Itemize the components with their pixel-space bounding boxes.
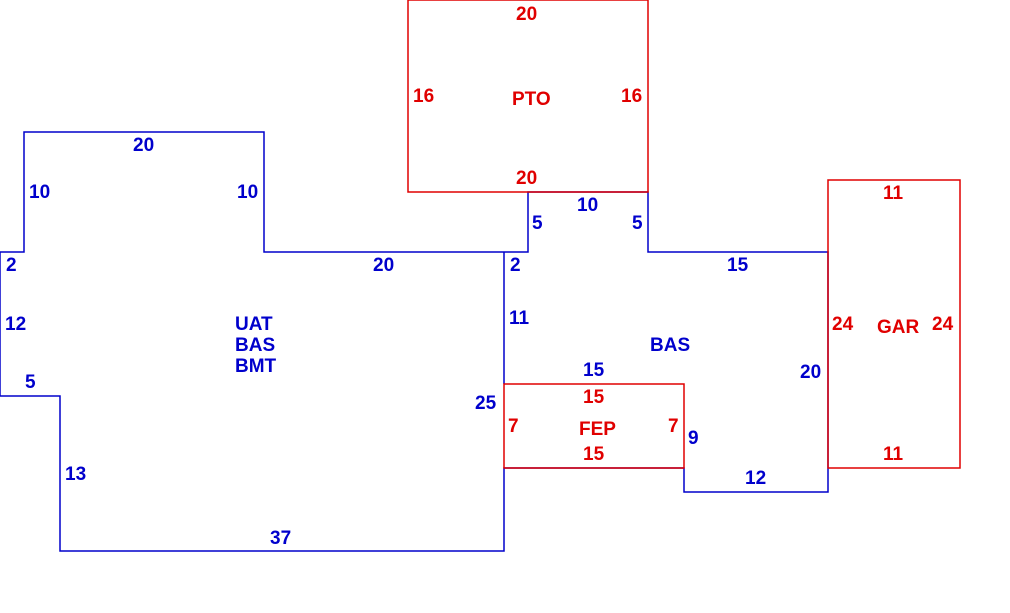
dim-bas-fep-top: 15 [583, 360, 605, 381]
dim-pto-left: 16 [413, 86, 434, 107]
dim-main-step-top: 20 [373, 255, 394, 276]
dim-fep-right: 7 [668, 416, 679, 437]
dim-bas-bottom: 12 [745, 468, 766, 489]
dim-pto-right: 16 [621, 86, 642, 107]
area-name-bmt: BMT [235, 356, 277, 377]
dim-main-right: 25 [475, 393, 497, 414]
dim-pto-bottom: 20 [516, 168, 537, 189]
dim-bas-top: 15 [727, 255, 749, 276]
area-name-fep: FEP [579, 419, 616, 440]
dim-main-lower-left: 13 [65, 464, 86, 485]
dim-fep-top: 15 [583, 387, 605, 408]
dim-main-top: 20 [133, 135, 154, 156]
dim-bas-notch-left: 5 [532, 213, 543, 234]
dim-bas-inner: 9 [688, 428, 699, 449]
dim-gar-top: 11 [883, 183, 904, 204]
dim-main-left: 12 [5, 314, 26, 335]
dim-bas-top-left: 2 [510, 255, 521, 276]
dim-gar-left: 24 [832, 314, 854, 335]
fep-outline [503, 383, 685, 469]
dim-main-left-small: 2 [6, 255, 17, 276]
area-name-bas: BAS [235, 335, 275, 356]
dim-bas-notch-right: 5 [632, 213, 643, 234]
main-structure-outline [0, 131, 829, 552]
gar-outline [827, 179, 961, 469]
area-name-uat: UAT [235, 314, 273, 335]
dim-gar-bottom: 11 [883, 444, 904, 465]
dim-bas-right: 20 [800, 362, 821, 383]
dim-bas-left: 11 [509, 308, 530, 329]
dim-fep-bottom: 15 [583, 444, 605, 465]
dim-main-upper-left: 10 [29, 182, 50, 203]
dim-pto-top: 20 [516, 4, 537, 25]
dim-bas-top-notch: 10 [577, 195, 598, 216]
pto-outline [407, 0, 649, 193]
area-name-pto: PTO [512, 89, 551, 110]
area-name-gar: GAR [877, 317, 920, 338]
area-name-bas-right: BAS [650, 335, 690, 356]
dim-fep-left: 7 [508, 416, 519, 437]
dim-main-upper-right: 10 [237, 182, 258, 203]
dim-main-bottom: 37 [270, 528, 291, 549]
dim-gar-right: 24 [932, 314, 954, 335]
dim-main-left-step: 5 [25, 372, 36, 393]
